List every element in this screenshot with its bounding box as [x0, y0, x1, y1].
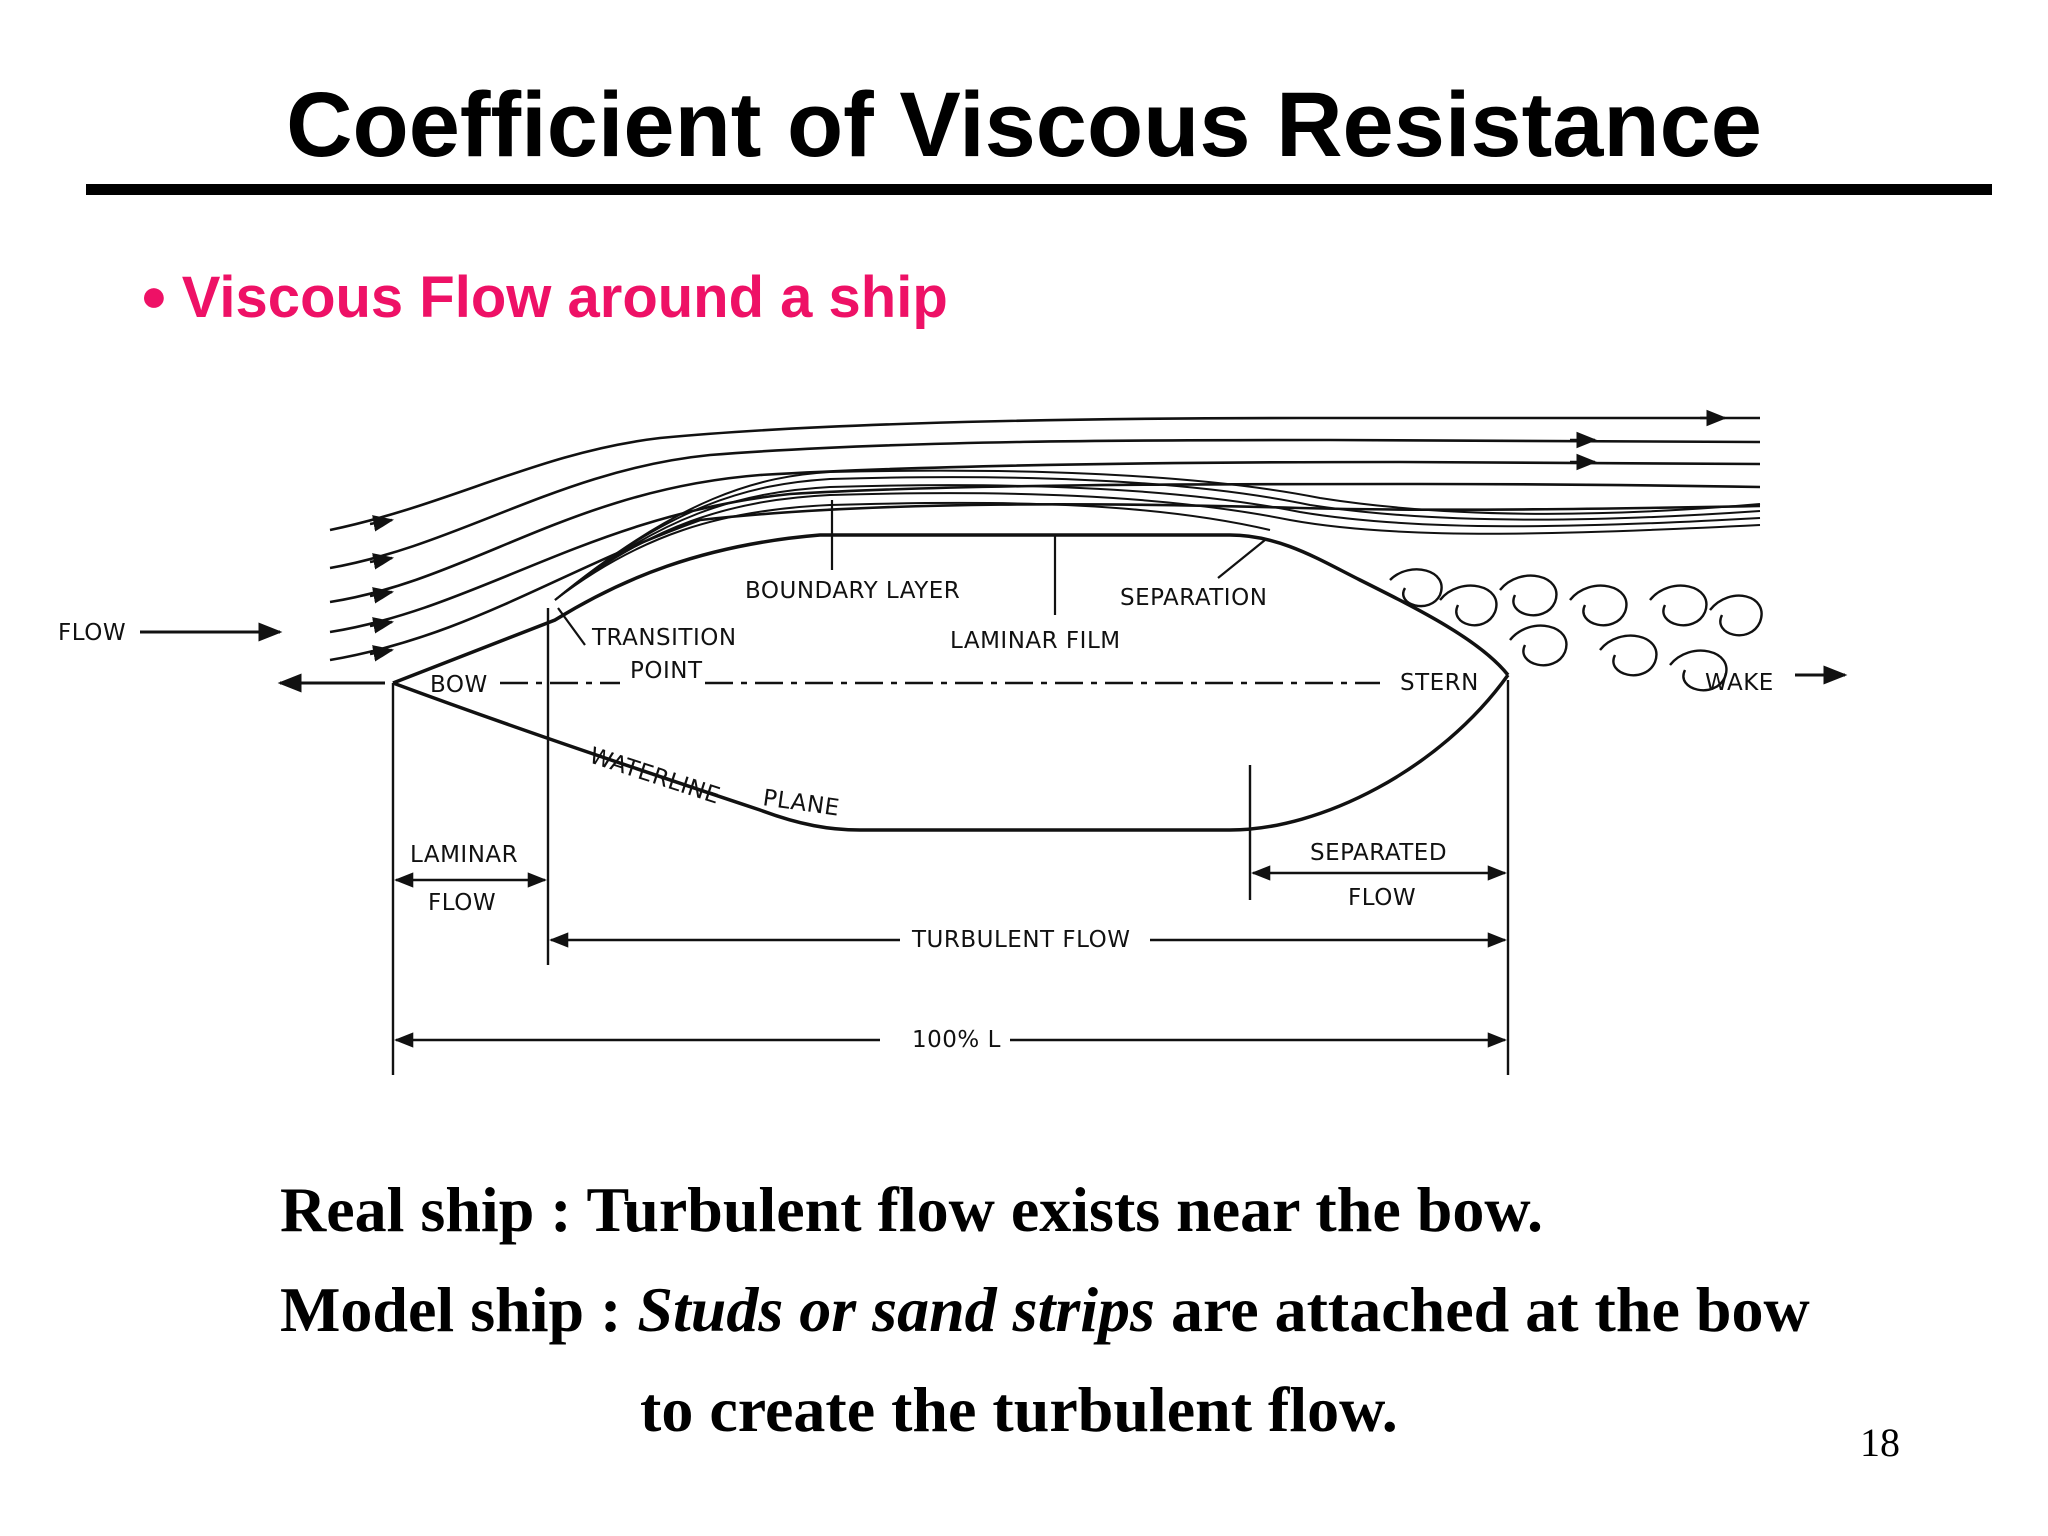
label-flow: FLOW — [58, 620, 126, 646]
slide-title: Coefficient of Viscous Resistance — [286, 74, 1762, 176]
wake-eddies — [1389, 568, 1763, 692]
label-separated-flow: FLOW — [1348, 885, 1416, 911]
eddy-3 — [1499, 574, 1558, 617]
eddy-5 — [1509, 624, 1568, 667]
eddy-2 — [1439, 584, 1498, 627]
label-separation: SEPARATION — [1120, 585, 1267, 611]
dimension-lines — [391, 608, 1510, 1075]
eddy-9 — [1669, 649, 1728, 692]
boundary-layer-line-4 — [554, 476, 1761, 601]
callout-lines — [557, 500, 1266, 646]
separation-leader — [1217, 539, 1266, 579]
label-laminar-film: LAMINAR FILM — [950, 628, 1121, 654]
model-ship-suffix: are attached at the bow — [1154, 1274, 1810, 1345]
label-laminar: LAMINAR — [410, 842, 518, 868]
body-line-real-ship: Real ship : Turbulent flow exists near t… — [280, 1174, 1543, 1245]
bullet-dot-icon: ● — [140, 269, 168, 321]
transition-leader — [557, 607, 586, 646]
label-waterline: WATERLINE — [586, 743, 723, 810]
hull-outline — [392, 533, 1510, 832]
label-turbulent-flow: TURBULENT FLOW — [911, 927, 1130, 953]
eddy-1 — [1389, 568, 1443, 608]
boundary-layer-line-3 — [554, 484, 1761, 601]
model-ship-emphasis: Studs or sand strips — [637, 1274, 1155, 1345]
boundary-layer-line-5 — [554, 469, 1761, 601]
eddy-6 — [1599, 634, 1658, 677]
label-boundary-layer: BOUNDARY LAYER — [745, 578, 960, 604]
eddy-4 — [1569, 584, 1628, 627]
label-transition: TRANSITION — [591, 625, 737, 651]
title-underline — [86, 184, 1992, 195]
bullet-text: Viscous Flow around a ship — [181, 265, 948, 330]
body-line-purpose: to create the turbulent flow. — [640, 1374, 1398, 1445]
hull-upper-edge — [392, 533, 1510, 685]
streamline-arrows — [369, 409, 1728, 662]
streamline-5 — [329, 503, 1761, 662]
label-separated: SEPARATED — [1310, 840, 1447, 866]
streamline-3 — [329, 460, 1761, 604]
diagram-labels: FLOW BOW STERN WAKE BOUNDARY LAYER SEPAR… — [58, 578, 1774, 1053]
label-bow: BOW — [430, 672, 488, 698]
label-stern: STERN — [1400, 670, 1479, 696]
label-laminar-flow: FLOW — [428, 890, 496, 916]
bullet-heading: ●Viscous Flow around a ship — [140, 255, 948, 335]
model-ship-prefix: Model ship : — [280, 1274, 638, 1345]
flow-arrows — [140, 622, 1848, 693]
label-length: 100% L — [912, 1027, 1001, 1053]
eddy-8 — [1709, 594, 1763, 637]
label-wake: WAKE — [1705, 670, 1774, 696]
boundary-layer-line-2 — [554, 492, 1761, 601]
streamline-1 — [329, 416, 1760, 532]
streamline-4 — [329, 482, 1761, 634]
page-number: 18 — [1860, 1420, 1900, 1465]
eddy-7 — [1649, 584, 1708, 627]
hull-lower-edge — [392, 673, 1510, 832]
body-line-model-ship: Model ship : Studs or sand strips are at… — [280, 1270, 1810, 1350]
boundary-layer-line-1 — [554, 501, 1271, 601]
boundary-layer — [554, 469, 1761, 601]
label-point: POINT — [630, 658, 703, 684]
